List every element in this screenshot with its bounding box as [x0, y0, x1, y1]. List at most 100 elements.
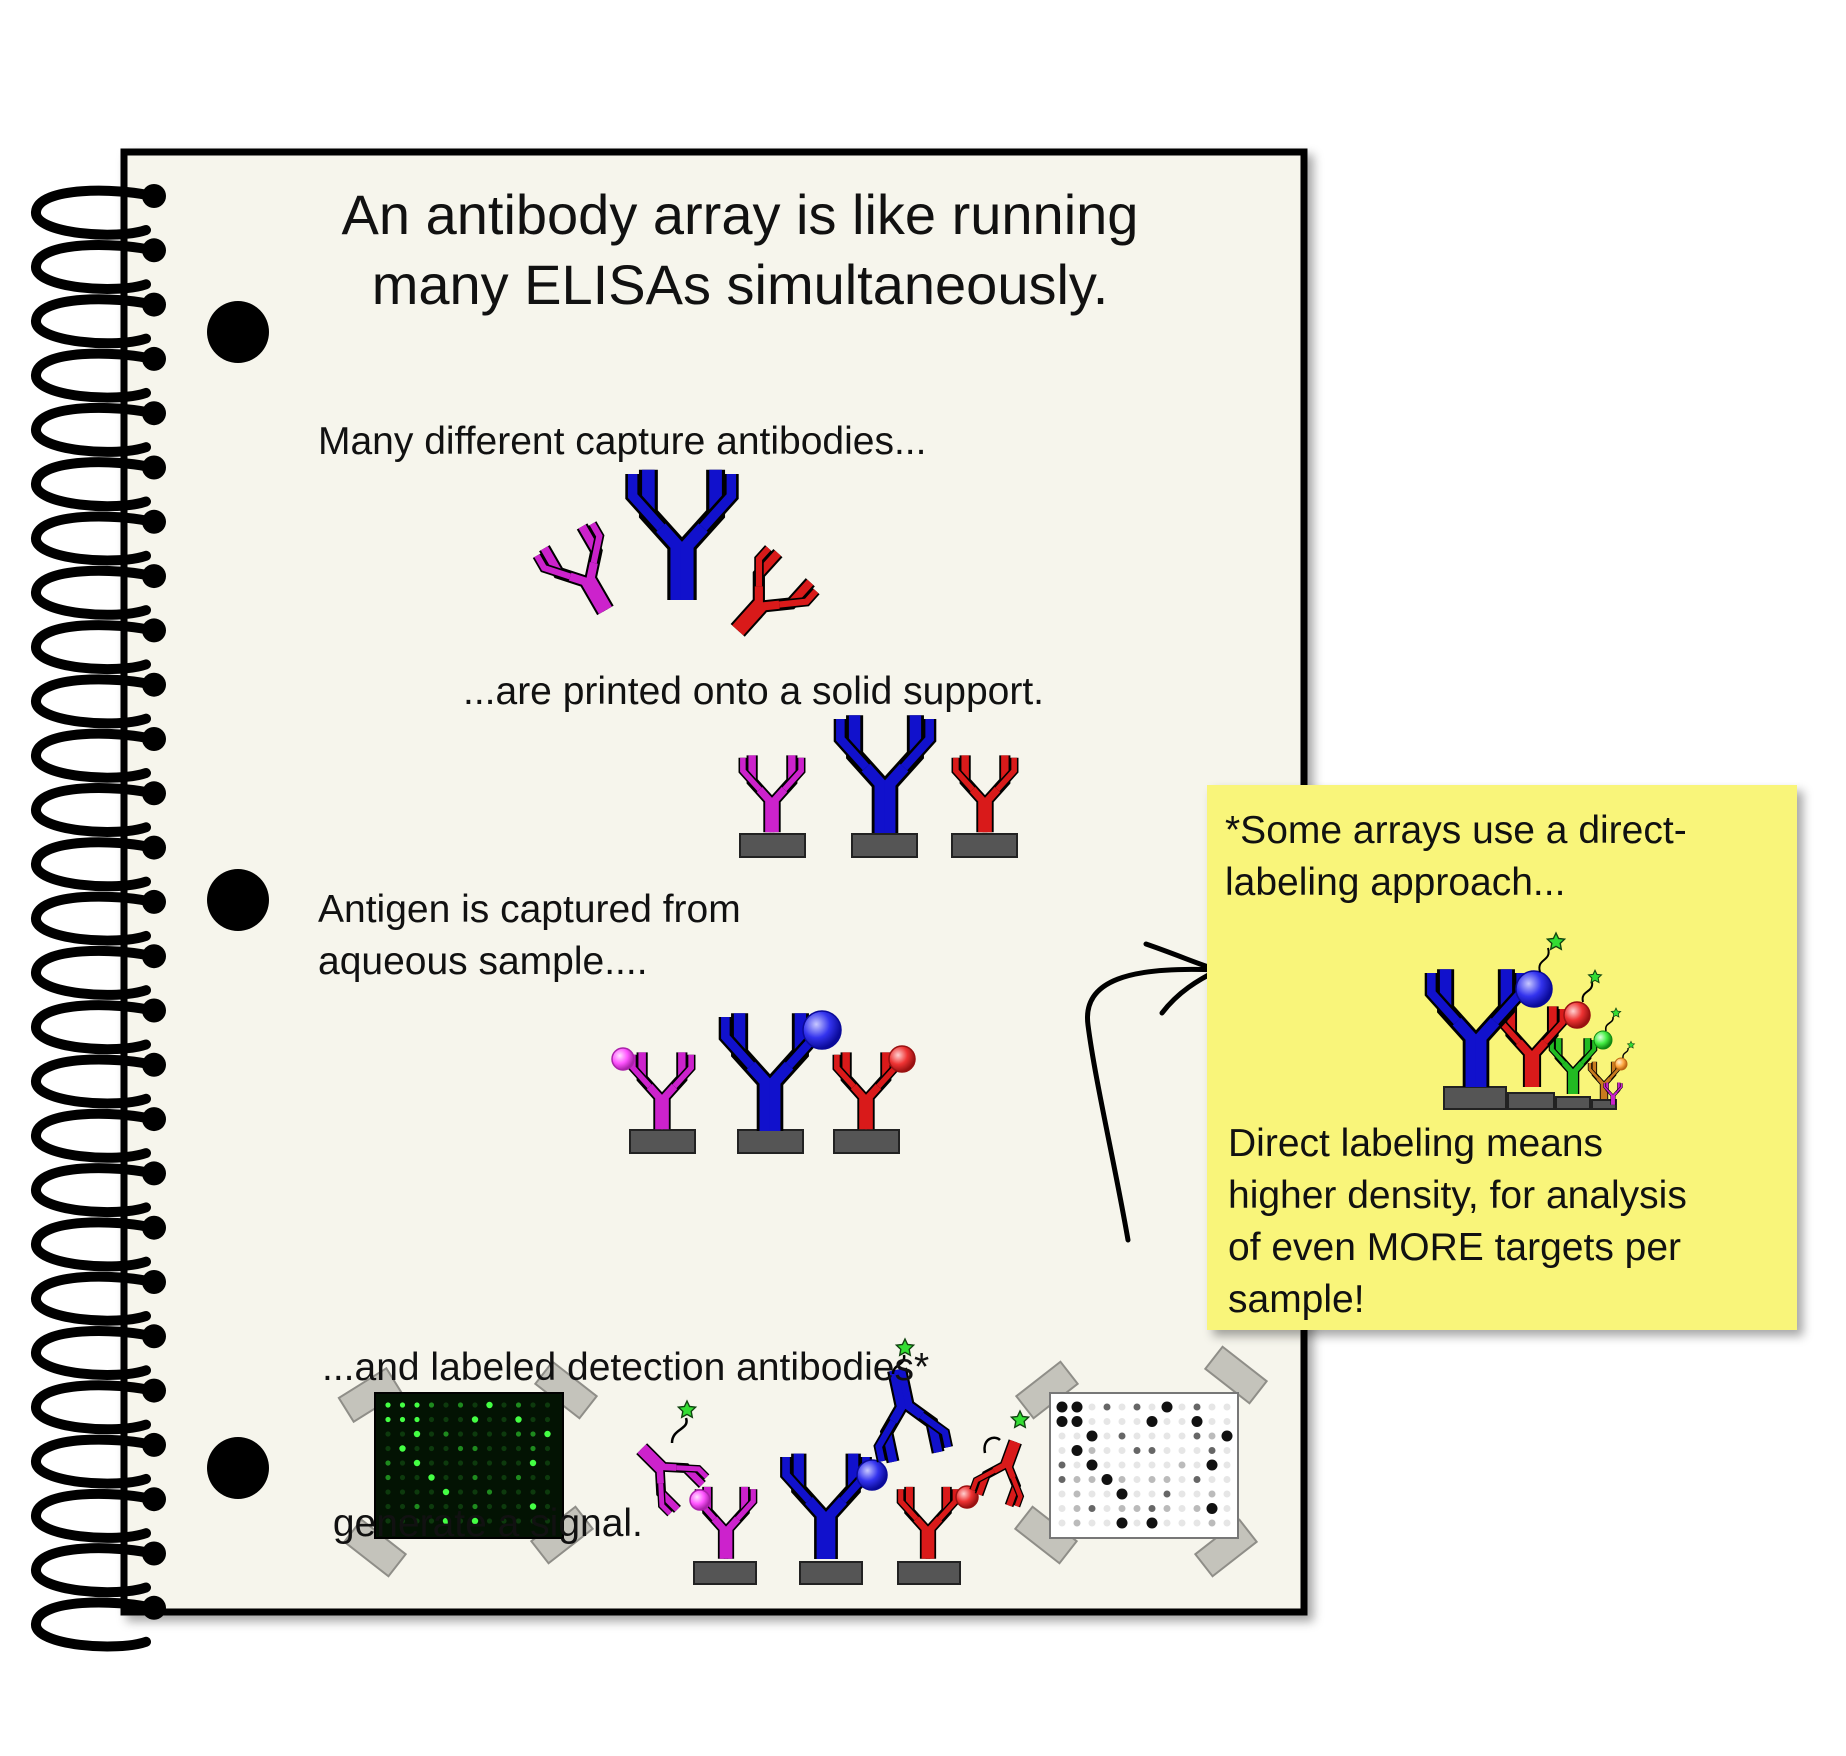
array-spot	[1208, 1418, 1216, 1425]
title-line: An antibody array is like running	[341, 183, 1139, 246]
array-spot	[1163, 1476, 1171, 1483]
array-spot	[1088, 1490, 1096, 1498]
array-spot	[428, 1431, 435, 1437]
spiral-coil-end	[142, 455, 166, 480]
array-spot	[515, 1416, 522, 1423]
spiral-coil-end	[142, 1487, 166, 1512]
array-spot	[1223, 1418, 1231, 1425]
array-spot	[501, 1402, 507, 1408]
spiral-coil-end	[142, 401, 166, 426]
chemiluminescent-array-slide	[1014, 1345, 1268, 1578]
array-spot	[1223, 1403, 1231, 1411]
array-spot	[544, 1416, 551, 1423]
array-spot	[1058, 1447, 1066, 1454]
array-spot	[1206, 1503, 1218, 1514]
array-spot	[515, 1518, 522, 1524]
array-spot	[1118, 1447, 1126, 1454]
step-line: ...are printed onto a solid support.	[463, 670, 1045, 713]
array-spot	[1163, 1490, 1171, 1498]
array-spot	[544, 1489, 551, 1495]
array-spot	[1103, 1519, 1111, 1527]
array-spot	[442, 1517, 450, 1525]
array-spot	[1073, 1461, 1081, 1469]
array-spot	[1193, 1519, 1201, 1527]
array-spot	[472, 1460, 478, 1466]
array-spot	[1178, 1490, 1186, 1498]
array-spot	[428, 1474, 435, 1481]
array-spot	[428, 1503, 435, 1510]
array-spot	[1073, 1476, 1081, 1483]
array-spot	[501, 1416, 507, 1423]
spiral-coil-end	[142, 1432, 166, 1457]
note-line: of even MORE targets per	[1228, 1226, 1682, 1269]
spiral-coil-end	[142, 1107, 166, 1132]
binder-hole-middle	[207, 869, 269, 931]
solid-support	[1555, 1096, 1591, 1110]
solid-support	[799, 1561, 863, 1585]
array-spot	[1058, 1461, 1066, 1469]
array-spot	[1071, 1401, 1083, 1413]
array-spot	[501, 1460, 507, 1466]
spiral-coil	[31, 1488, 157, 1543]
antigen-blue	[802, 1010, 842, 1050]
array-spot	[501, 1489, 507, 1495]
array-spot	[1148, 1447, 1156, 1454]
step-antigen-text: Antigen is captured from aqueous sample.…	[318, 884, 741, 988]
array-spot	[1178, 1519, 1186, 1527]
spiral-coil-end	[142, 1324, 166, 1349]
array-spot	[385, 1518, 391, 1524]
spiral-coil	[31, 185, 157, 240]
note-line: sample!	[1228, 1278, 1365, 1321]
array-spot	[544, 1518, 551, 1524]
spiral-coil-end	[142, 889, 166, 914]
solid-support	[897, 1561, 961, 1585]
array-spot	[443, 1503, 449, 1510]
array-spot	[515, 1474, 522, 1481]
array-spot	[1161, 1401, 1173, 1413]
solid-support	[737, 1129, 804, 1154]
spiral-coil	[31, 348, 157, 403]
array-spot	[457, 1460, 464, 1466]
step-line: Many different capture antibodies...	[318, 420, 927, 463]
array-spot	[515, 1431, 522, 1437]
array-spot	[385, 1416, 391, 1423]
array-spot	[399, 1503, 406, 1510]
antigen-red	[888, 1045, 916, 1073]
spiral-coil	[31, 620, 157, 675]
array-spot	[515, 1489, 522, 1495]
array-spot	[1163, 1432, 1171, 1440]
array-spot	[1088, 1403, 1096, 1411]
array-spot	[1193, 1403, 1201, 1411]
array-spot	[530, 1445, 536, 1452]
array-spot	[442, 1488, 450, 1496]
array-spot	[486, 1474, 493, 1481]
array-spot	[1178, 1505, 1186, 1512]
printed-antibodies-group	[740, 715, 1017, 858]
array-spot	[385, 1460, 391, 1466]
array-spots	[1056, 1401, 1233, 1529]
array-spot	[486, 1401, 493, 1409]
array-spot	[1073, 1490, 1081, 1498]
array-spot	[1208, 1476, 1216, 1483]
array-spot	[1103, 1490, 1111, 1498]
array-spot	[1146, 1416, 1158, 1427]
array-spot	[1116, 1488, 1128, 1500]
array-spot	[1118, 1403, 1126, 1411]
array-spot	[443, 1460, 449, 1466]
spiral-coil	[31, 945, 157, 1000]
array-spot	[515, 1445, 522, 1452]
array-spot	[544, 1503, 551, 1510]
step-printed-text: ...are printed onto a solid support.	[463, 666, 1044, 718]
note-line: Direct labeling means	[1228, 1122, 1604, 1165]
array-spot	[1208, 1490, 1216, 1498]
array-spot	[486, 1416, 493, 1423]
array-spot	[1058, 1505, 1066, 1512]
spiral-coil-end	[142, 781, 166, 806]
array-spot	[1193, 1461, 1201, 1469]
array-spot	[472, 1402, 478, 1408]
array-spot	[1071, 1416, 1083, 1427]
array-spot	[544, 1474, 551, 1481]
array-spot	[457, 1518, 464, 1524]
solid-support	[693, 1561, 757, 1585]
array-spot	[1101, 1474, 1113, 1485]
